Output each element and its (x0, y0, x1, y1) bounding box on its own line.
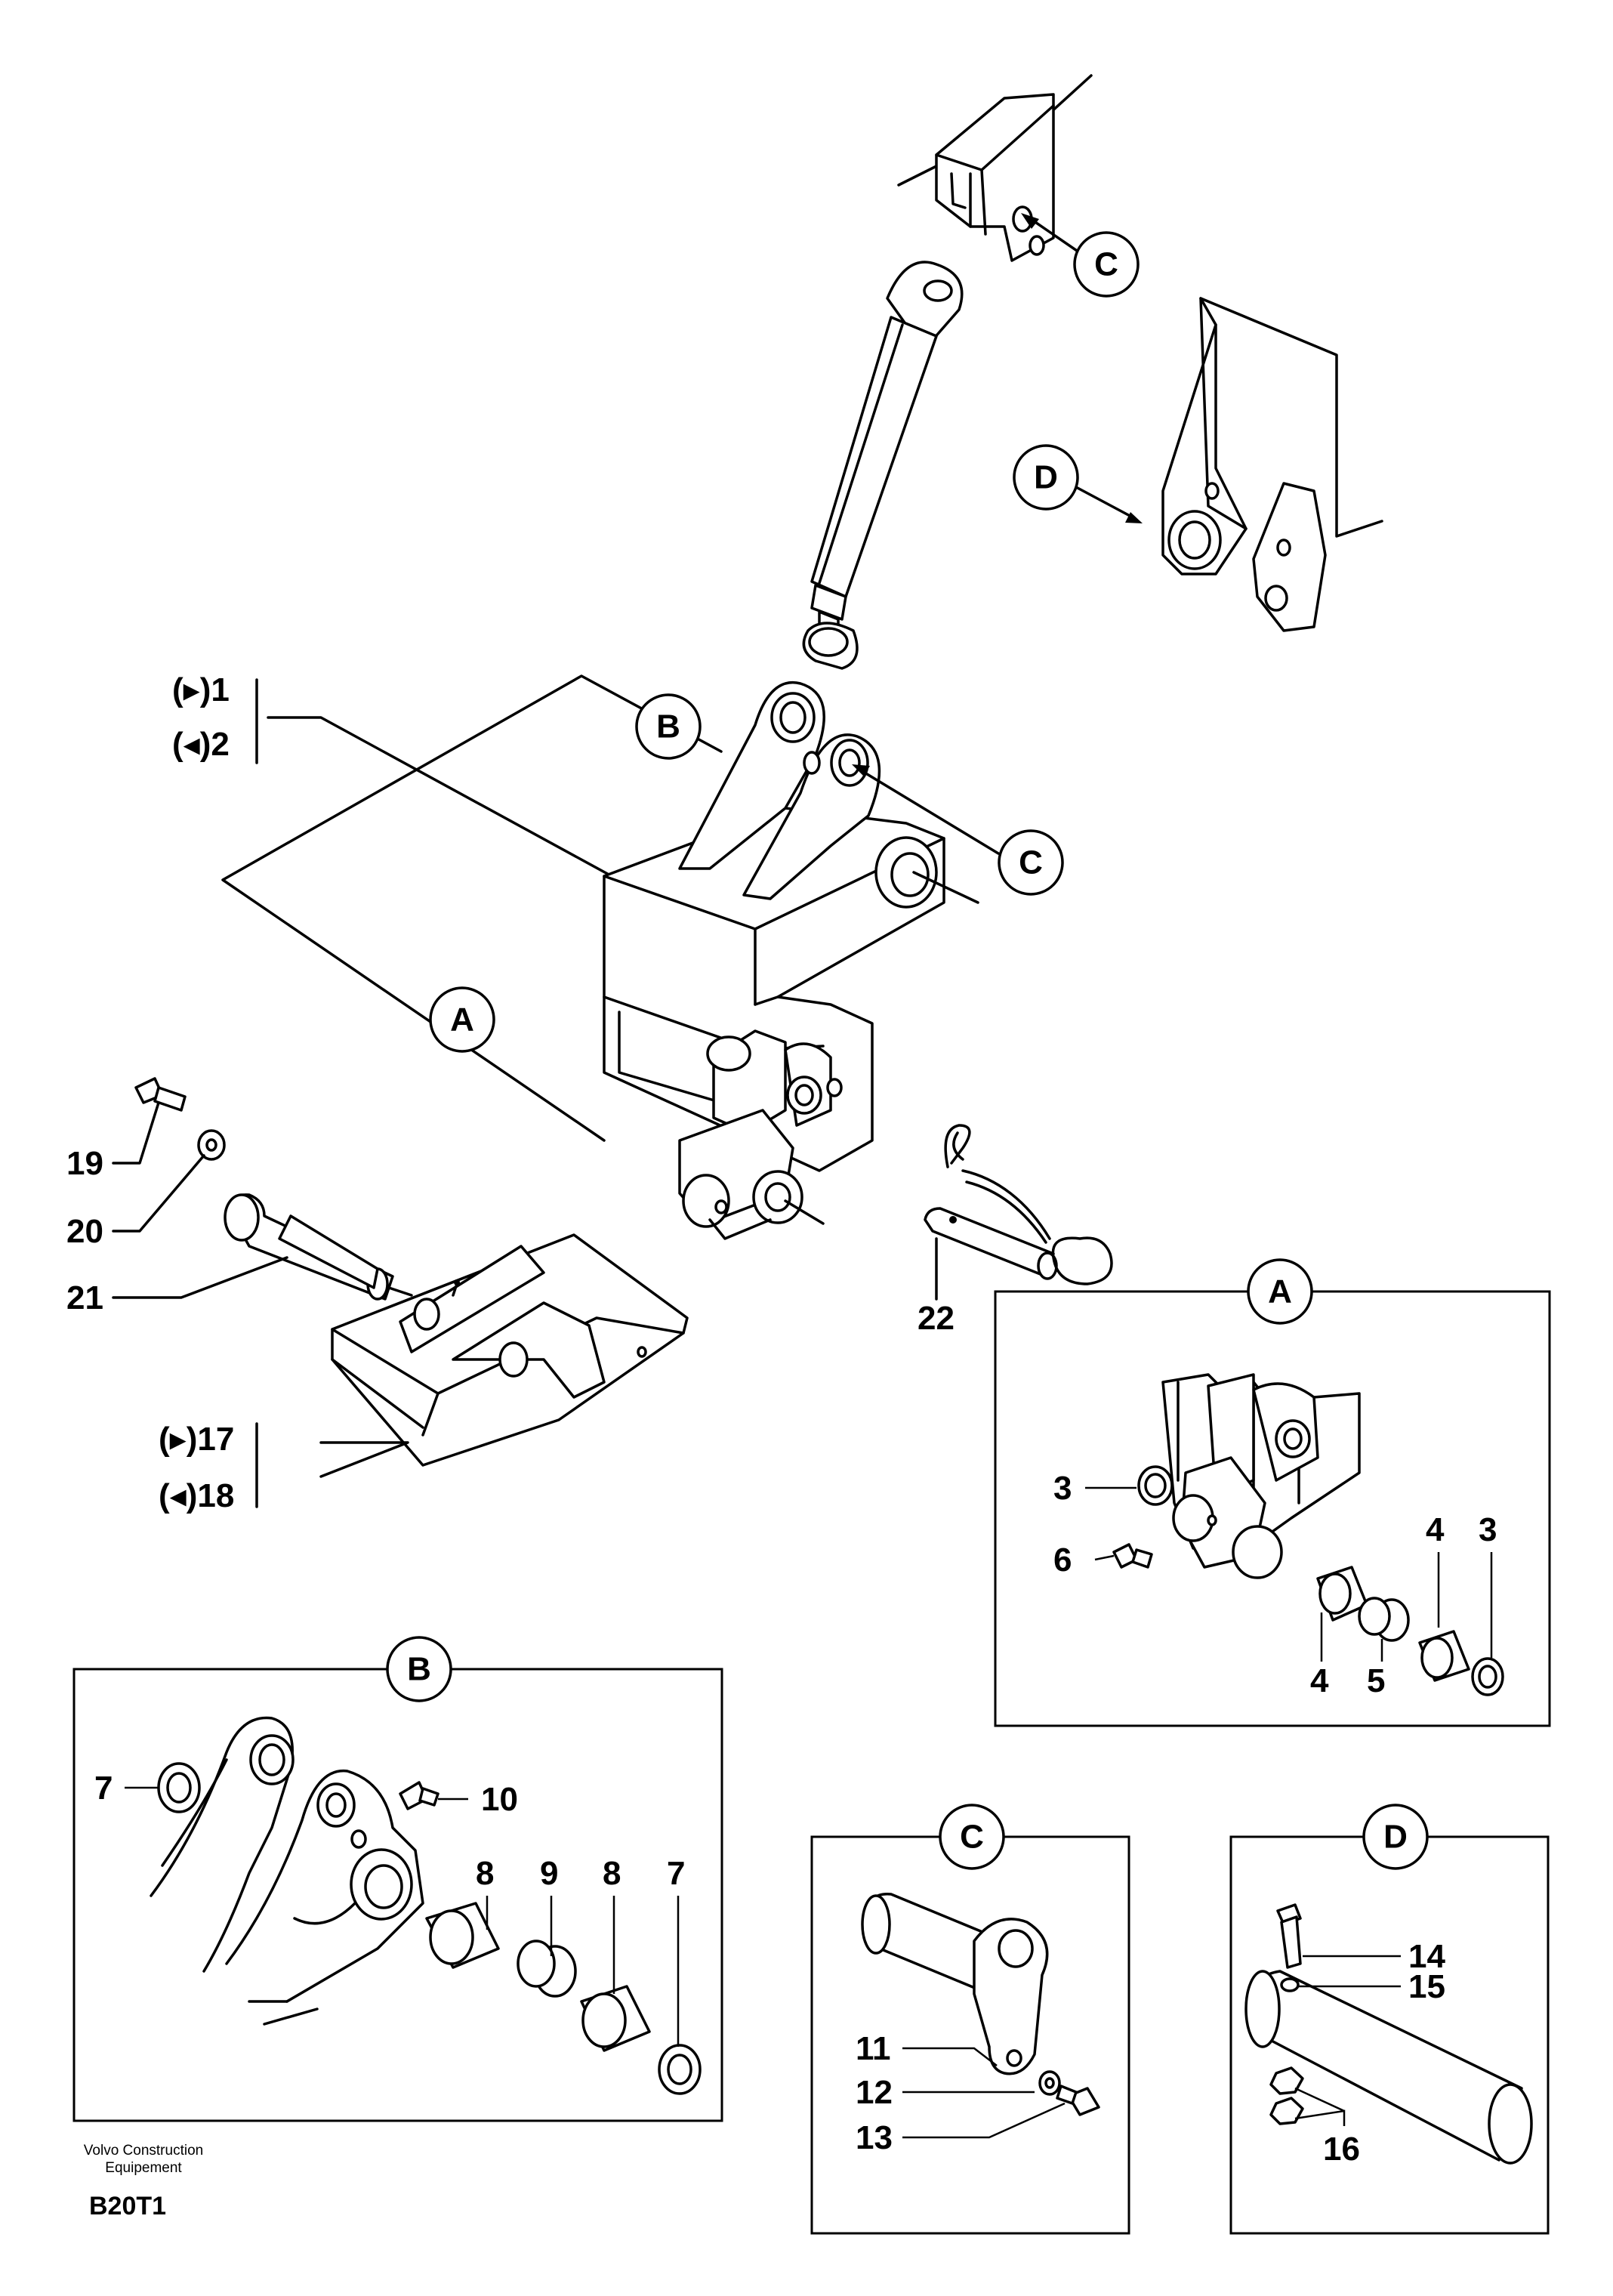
swing-bracket (221, 674, 979, 1240)
arrow-d (1075, 486, 1134, 519)
detail-b-label-7-right: 7 (667, 1855, 685, 1892)
detail-b-label-8-right: 8 (603, 1855, 621, 1892)
detail-b-label-8-left: 8 (476, 1855, 494, 1892)
detail-c-panel: C 11 12 13 (810, 1804, 1130, 2235)
detail-d-label-15: 15 (1408, 1968, 1445, 2005)
boom-bracket-top (897, 74, 1093, 262)
detail-a-panel: A 3 6 4 (994, 1258, 1551, 1727)
label-part-21: 21 (66, 1279, 103, 1316)
detail-c-label-12: 12 (856, 2074, 893, 2111)
callout-a-letter: A (450, 1001, 474, 1038)
frame-bracket (1161, 297, 1383, 632)
leader-19 (112, 1101, 160, 1165)
callout-c-top[interactable]: C (1073, 231, 1140, 298)
publisher-line-1: Volvo Construction (84, 2143, 203, 2159)
detail-d-panel: D 14 15 16 (1229, 1804, 1550, 2235)
callout-c-main-letter: C (1019, 844, 1043, 881)
label-part-2: (◂)2 (172, 726, 230, 763)
detail-a-label-5: 5 (1367, 1662, 1385, 1699)
drawing-code: B20T1 (89, 2192, 166, 2220)
label-part-18: (◂)18 (159, 1477, 234, 1514)
leader-21 (112, 1256, 288, 1299)
detail-a-label-4-bottom: 4 (1310, 1662, 1329, 1699)
detail-b-panel: B 7 (72, 1636, 723, 2122)
blade (255, 1233, 689, 1508)
detail-a-label-3-left: 3 (1053, 1470, 1072, 1507)
lock-pin (924, 1124, 1113, 1285)
label-part-19: 19 (66, 1145, 103, 1182)
bolt-19 (134, 1077, 187, 1112)
detail-b-label-7-left: 7 (94, 1770, 113, 1807)
hydraulic-cylinder (802, 261, 964, 670)
detail-d-label-16: 16 (1323, 2131, 1360, 2168)
detail-a-label-3-right: 3 (1479, 1511, 1497, 1548)
publisher-line-2: Equipement (105, 2160, 182, 2176)
detail-a-label-6: 6 (1053, 1541, 1072, 1578)
label-part-22: 22 (918, 1300, 955, 1337)
callout-a[interactable]: A (429, 986, 495, 1053)
label-part-1: (▸)1 (172, 671, 230, 708)
callout-b-letter: B (656, 708, 680, 745)
label-part-17: (▸)17 (159, 1421, 234, 1458)
detail-d-title: D (1383, 1819, 1408, 1856)
detail-b-label-10: 10 (481, 1781, 518, 1818)
arrow-c-main (859, 769, 1000, 855)
callout-c-top-letter: C (1094, 246, 1118, 283)
detail-c-label-11: 11 (856, 2030, 891, 2067)
detail-a-title: A (1268, 1273, 1292, 1310)
washer-20 (197, 1129, 226, 1161)
callout-d[interactable]: D (1013, 444, 1079, 511)
detail-d-label-14: 14 (1408, 1938, 1445, 1975)
detail-b-title: B (407, 1651, 431, 1688)
detail-c-title: C (960, 1819, 984, 1856)
leader-20 (112, 1154, 205, 1233)
callout-b[interactable]: B (635, 693, 702, 760)
callout-c-main[interactable]: C (998, 829, 1064, 896)
blade-pin (224, 1193, 413, 1301)
callout-d-letter: D (1034, 459, 1058, 496)
detail-b-label-9: 9 (540, 1855, 558, 1892)
label-part-20: 20 (66, 1213, 103, 1250)
detail-a-label-4-top: 4 (1426, 1511, 1445, 1548)
detail-c-label-13: 13 (856, 2119, 893, 2156)
